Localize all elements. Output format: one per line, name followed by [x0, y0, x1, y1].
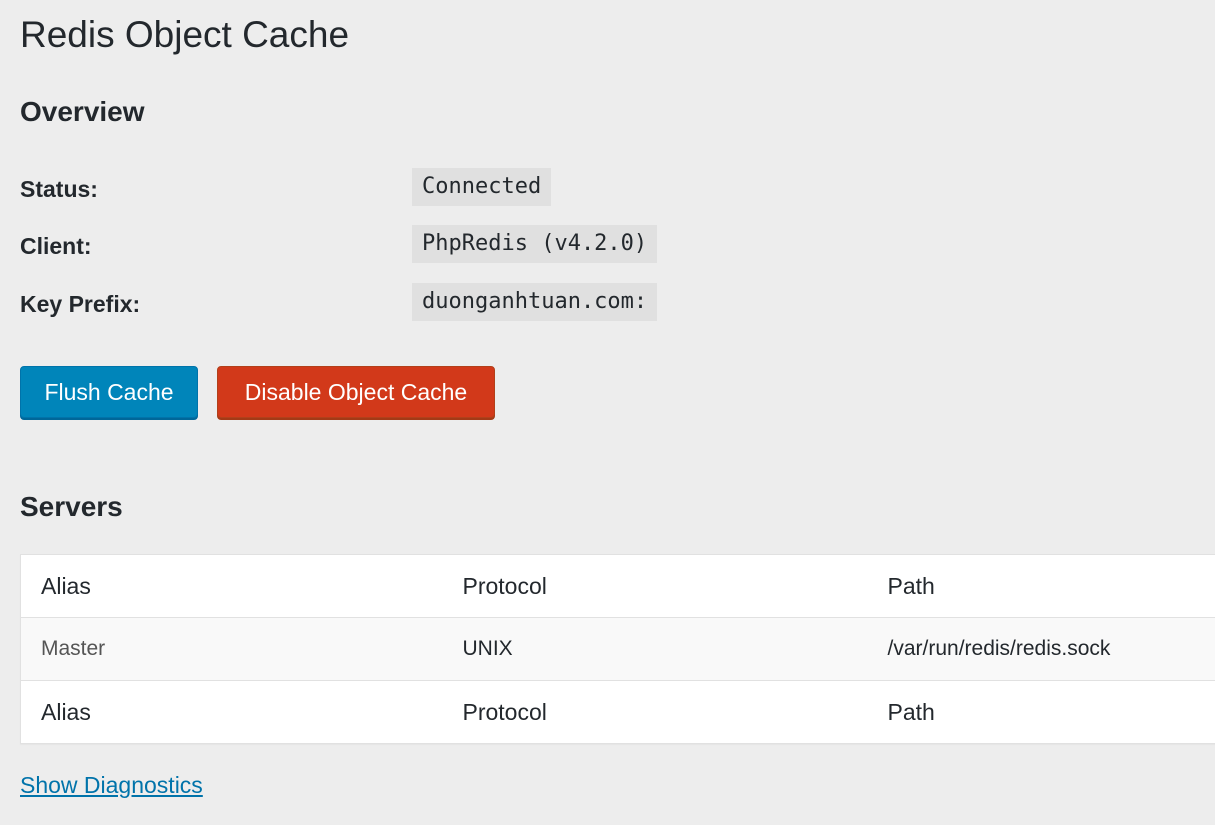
- flush-cache-button[interactable]: Flush Cache: [20, 366, 198, 418]
- show-diagnostics-link[interactable]: Show Diagnostics: [20, 772, 203, 798]
- key-prefix-row: Key Prefix: duonganhtuan.com:: [20, 283, 720, 323]
- column-header-protocol: Protocol: [442, 554, 868, 618]
- server-protocol-cell: UNIX: [462, 637, 513, 660]
- client-label: Client:: [20, 233, 92, 259]
- column-footer-protocol: Protocol: [442, 680, 868, 744]
- client-value: PhpRedis (v4.2.0): [412, 225, 658, 263]
- column-footer-alias: Alias: [20, 680, 443, 744]
- status-value: Connected: [412, 168, 552, 206]
- overview-heading: Overview: [20, 96, 145, 127]
- server-path-cell: /var/run/redis/redis.sock: [887, 637, 1111, 660]
- table-header-row: Alias Protocol Path: [20, 554, 1215, 618]
- server-alias-cell: Master: [41, 637, 106, 660]
- servers-heading: Servers: [20, 491, 123, 522]
- column-footer-path: Path: [867, 680, 1215, 744]
- key-prefix-label: Key Prefix:: [20, 291, 141, 317]
- column-header-alias: Alias: [20, 554, 443, 618]
- status-row: Status: Connected: [20, 168, 720, 208]
- client-row: Client: PhpRedis (v4.2.0): [20, 225, 720, 265]
- disable-object-cache-button[interactable]: Disable Object Cache: [217, 366, 495, 418]
- key-prefix-value: duonganhtuan.com:: [412, 283, 658, 321]
- column-header-path: Path: [867, 554, 1215, 618]
- table-footer-row: Alias Protocol Path: [20, 680, 1215, 744]
- page-title: Redis Object Cache: [20, 14, 350, 55]
- table-row: Master UNIX /var/run/redis/redis.sock: [20, 617, 1215, 681]
- servers-table: Alias Protocol Path Master UNIX /var/run…: [20, 554, 1215, 744]
- status-label: Status:: [20, 176, 98, 202]
